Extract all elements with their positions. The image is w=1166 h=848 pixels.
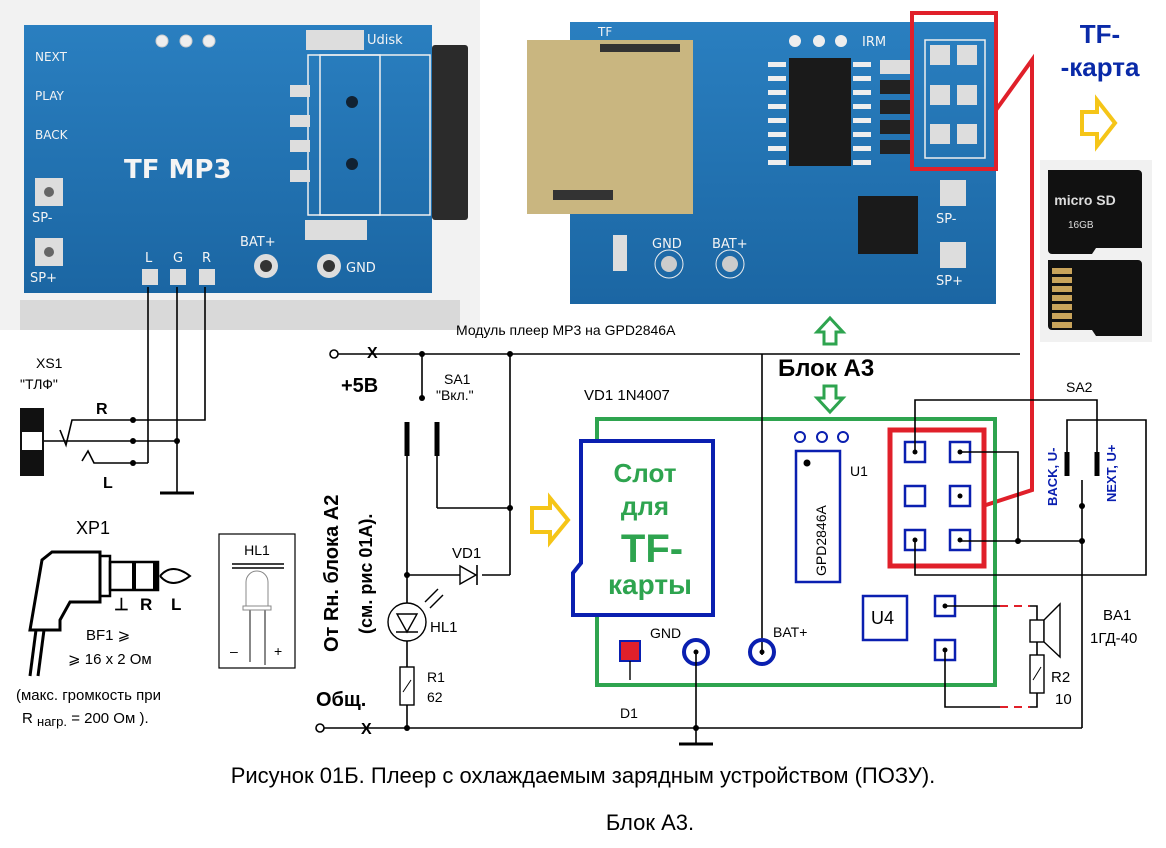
- hl1-legend-box: HL1 – +: [218, 533, 296, 669]
- tf-card-section: TF- -карта micro SD 16GB: [1040, 19, 1152, 342]
- slot-line1: Слот: [614, 458, 677, 488]
- slot-line2: для: [621, 491, 669, 521]
- tf-slot: Слот для TF- карты: [571, 439, 715, 617]
- r2-value: 10: [1055, 691, 1072, 708]
- sa2-back-label: BACK, U-: [1045, 448, 1060, 507]
- label-tf: TF: [597, 25, 612, 39]
- xs1-name: XS1: [36, 355, 63, 371]
- bf1-line1: BF1 ⩾: [86, 627, 130, 644]
- input-circuit: X X +5В Общ. От Rн. блока А2 (см. рис 01…: [315, 345, 1082, 738]
- hl1-plus: +: [274, 643, 282, 659]
- r1-name: R1: [427, 669, 445, 685]
- r2-name: R2: [1051, 669, 1070, 686]
- gnd-label: GND: [650, 625, 681, 641]
- label-bat-right: BAT+: [712, 237, 748, 252]
- plus-5v-label: +5В: [341, 375, 378, 397]
- xp1-plug: XP1 ⊥ R L BF1 ⩾ ⩾ 16 x 2 Ом (макс. громк…: [16, 518, 192, 730]
- arrow-right-icon: [1080, 94, 1118, 152]
- bat-label: BAT+: [773, 624, 807, 640]
- microsd-card-front: [1048, 170, 1142, 254]
- pcb-photo-right: TF IRM SP- SP+ GND BAT+: [527, 22, 996, 304]
- pads-highlight-box: [887, 427, 987, 569]
- label-sp-minus-right: SP-: [936, 212, 957, 227]
- block-label: Блок А3: [778, 355, 874, 382]
- source-line2: (см. рис 01А).: [356, 514, 376, 634]
- arrow-to-slot-icon: [530, 492, 571, 548]
- r1-value: 62: [427, 689, 443, 705]
- label-gnd-right: GND: [652, 237, 682, 252]
- slot-line3: TF-: [621, 527, 683, 571]
- xs1-type: "ТЛФ": [20, 376, 58, 392]
- pcb-photo-left: NEXT PLAY BACK TF MP3 Udisk SP- SP+ L G …: [0, 0, 480, 330]
- label-back: BACK: [35, 128, 69, 142]
- vd1-spec: VD1 1N4007: [584, 387, 670, 404]
- common-label: Общ.: [316, 689, 366, 711]
- figure-caption-block: Блок А3.: [606, 810, 694, 835]
- xp1-note-line1: (макс. громкость при: [16, 687, 161, 704]
- xp1-pin-ground: ⊥: [114, 595, 129, 614]
- red-highlight: [910, 11, 1034, 507]
- figure-caption: Рисунок 01Б. Плеер с охлаждаемым зарядны…: [231, 763, 936, 788]
- xp1-pin-r: R: [140, 595, 152, 614]
- label-bat-plus: BAT+: [240, 235, 276, 250]
- ba1-speaker-icon: [1029, 602, 1061, 659]
- bf1-line2: ⩾ 16 x 2 Ом: [68, 651, 152, 668]
- xp1-name: XP1: [76, 518, 110, 538]
- label-g: G: [173, 251, 183, 266]
- bat-pad: [748, 638, 776, 666]
- tf-title-line1: TF-: [1080, 19, 1120, 49]
- xs1-pin-r: R: [96, 401, 108, 418]
- u4-name: U4: [871, 608, 894, 628]
- sa2-next-label: NEXT, U+: [1104, 444, 1119, 502]
- ba1-type: 1ГД-40: [1090, 630, 1137, 647]
- sa1-name: SA1: [444, 371, 471, 387]
- cross-bottom: X: [361, 721, 372, 738]
- xs1-pin-l: L: [103, 475, 113, 492]
- label-udisk: Udisk: [367, 33, 403, 48]
- label-sp-plus-right: SP+: [936, 274, 963, 289]
- vd1-diode-icon: [459, 564, 478, 586]
- label-r: R: [202, 251, 211, 266]
- d1-name: D1: [620, 705, 638, 721]
- label-play: PLAY: [35, 89, 64, 103]
- cross-top: X: [367, 345, 378, 362]
- u1-chip-label: GPD2846A: [813, 505, 829, 576]
- sa2-wiring: [914, 399, 1147, 728]
- xp1-pin-l: L: [171, 595, 181, 614]
- d1-led-pad: [619, 640, 641, 662]
- xp1-note-line2: R нагр. = 200 Ом ).: [22, 710, 149, 730]
- label-gnd: GND: [346, 261, 376, 276]
- hl1-name: HL1: [430, 619, 458, 636]
- sa1-label: "Вкл.": [436, 387, 474, 403]
- label-sp-minus: SP-: [32, 211, 53, 226]
- u1-name: U1: [850, 463, 868, 479]
- arrow-down-icon: [813, 384, 847, 415]
- source-line1: От Rн. блока А2: [321, 495, 343, 652]
- hl1-legend-name: HL1: [244, 542, 270, 558]
- vd1-name: VD1: [452, 545, 481, 562]
- u1-chip: GPD2846A U1: [794, 431, 868, 584]
- sa2-name: SA2: [1066, 379, 1093, 395]
- ba1-name: BA1: [1103, 607, 1131, 624]
- xs1-connector: XS1 "ТЛФ" R L: [20, 287, 206, 495]
- slot-line4: карты: [608, 569, 692, 600]
- arrow-up-icon: [813, 315, 847, 346]
- microsd-brand: micro SD: [1054, 192, 1115, 208]
- label-sp-plus: SP+: [30, 271, 57, 286]
- hl1-minus: –: [230, 643, 238, 659]
- label-next: NEXT: [35, 50, 68, 64]
- microsd-capacity: 16GB: [1068, 220, 1094, 231]
- label-irm: IRM: [862, 35, 886, 50]
- label-l: L: [145, 251, 153, 266]
- tf-title-line2: -карта: [1061, 52, 1140, 82]
- u4-box: [861, 594, 909, 642]
- module-caption: Модуль плеер MP3 на GPD2846A: [456, 322, 676, 338]
- board-label: TF MP3: [124, 155, 232, 185]
